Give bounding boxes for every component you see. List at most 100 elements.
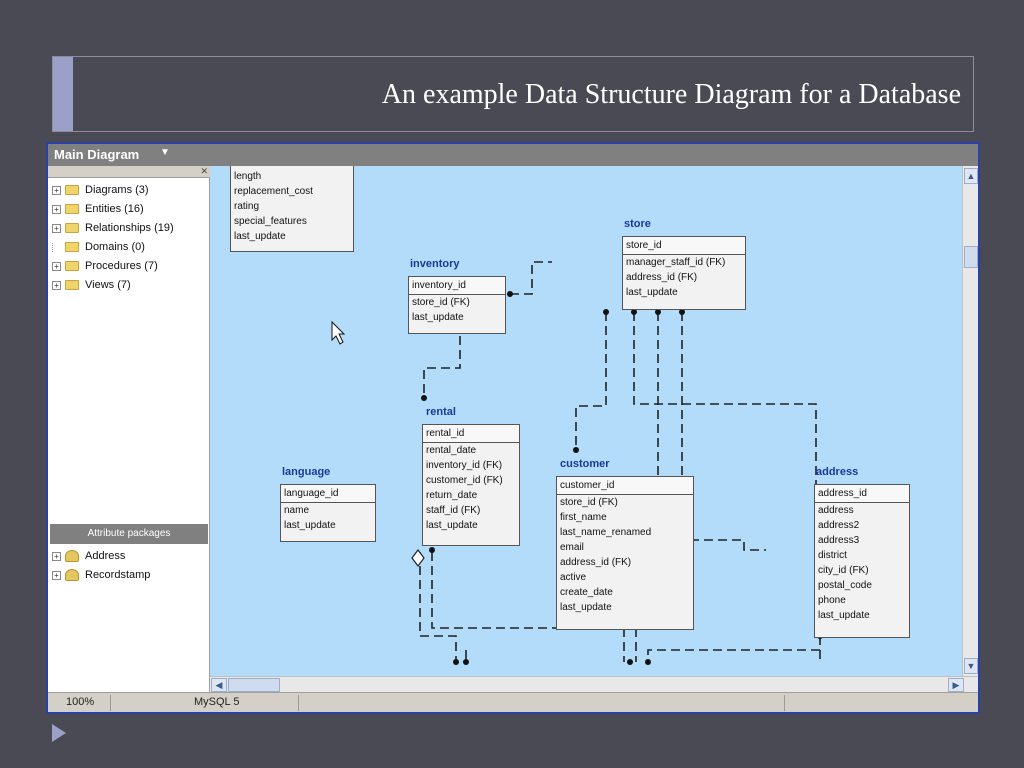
- entity-title-customer: customer: [560, 458, 610, 470]
- entity-row: address2: [818, 520, 860, 531]
- scroll-right-icon[interactable]: ▶: [948, 678, 964, 692]
- entity-pk: rental_id: [423, 425, 519, 443]
- tree-item-entities[interactable]: + Entities (16): [52, 201, 144, 217]
- entity-row: store_id (FK): [412, 297, 470, 308]
- entity-row: replacement_cost: [234, 186, 313, 197]
- tree-item-views[interactable]: + Views (7): [52, 277, 131, 293]
- tree-item-diagrams[interactable]: + Diagrams (3): [52, 182, 149, 198]
- status-bar: 100% MySQL 5: [48, 692, 978, 712]
- entity-row: address3: [818, 535, 860, 546]
- tree-item-relationships[interactable]: + Relationships (19): [52, 220, 174, 236]
- entity-row: address_id (FK): [626, 272, 698, 283]
- entity-inventory[interactable]: inventory_id store_id (FK) last_update: [408, 276, 506, 334]
- entity-row: return_date: [426, 490, 478, 501]
- expand-icon[interactable]: +: [52, 261, 61, 271]
- entity-language[interactable]: language_id name last_update: [280, 484, 376, 542]
- diagram-header-label: Main Diagram: [54, 147, 140, 162]
- entity-row: last_update: [426, 520, 478, 531]
- entity-row: length: [234, 171, 262, 182]
- expand-icon[interactable]: +: [52, 204, 61, 214]
- entity-row: inventory_id (FK): [426, 460, 503, 471]
- entity-title-language: language: [282, 466, 331, 478]
- expand-icon[interactable]: +: [52, 570, 61, 580]
- entity-row: create_date: [560, 587, 613, 598]
- package-icon: [65, 569, 79, 581]
- folder-icon: [65, 185, 79, 195]
- entity-row: district: [818, 550, 847, 561]
- zoom-level: 100%: [66, 696, 95, 708]
- entity-row: postal_code: [818, 580, 872, 591]
- vertical-scroll-thumb[interactable]: [964, 246, 978, 268]
- tree-item-label: Relationships (19): [85, 222, 174, 234]
- tree-item-label: Diagrams (3): [85, 184, 149, 196]
- folder-icon: [65, 261, 79, 271]
- entity-store[interactable]: store_id manager_staff_id (FK) address_i…: [622, 236, 746, 310]
- entity-pk: customer_id: [557, 477, 693, 495]
- main-diagram-window: Main Diagram ▼ ✕ + Diagrams (3) + Entiti…: [46, 142, 980, 714]
- slide-title-box: An example Data Structure Diagram for a …: [52, 56, 974, 132]
- folder-icon: [65, 280, 79, 290]
- vertical-scrollbar[interactable]: ▲ ▼: [962, 166, 978, 676]
- entity-film[interactable]: length replacement_cost rating special_f…: [230, 166, 354, 252]
- entity-row: name: [284, 505, 310, 516]
- entity-row: last_update: [560, 602, 612, 613]
- entity-row: last_update: [818, 610, 870, 621]
- package-item-address[interactable]: + Address: [52, 548, 125, 564]
- tree-item-label: Views (7): [85, 279, 131, 291]
- horizontal-scrollbar[interactable]: ◀ ▶: [210, 676, 978, 692]
- entity-rental[interactable]: rental_id rental_date inventory_id (FK) …: [422, 424, 520, 546]
- expand-icon[interactable]: +: [52, 280, 61, 290]
- tree-item-label: Entities (16): [85, 203, 144, 215]
- entity-title-rental: rental: [426, 406, 456, 418]
- tree-item-procedures[interactable]: + Procedures (7): [52, 258, 158, 274]
- package-label: Address: [85, 550, 126, 562]
- entity-title-address: address: [816, 466, 859, 478]
- tree-panel-strip: ✕: [48, 166, 210, 178]
- horizontal-scroll-thumb[interactable]: [228, 678, 280, 692]
- next-slide-arrow-icon[interactable]: [52, 724, 66, 742]
- entity-row: rating: [234, 201, 260, 212]
- entity-title-store: store: [624, 218, 651, 230]
- entity-row: city_id (FK): [818, 565, 869, 576]
- scroll-down-icon[interactable]: ▼: [964, 658, 978, 674]
- expand-icon[interactable]: +: [52, 185, 61, 195]
- chevron-down-icon[interactable]: ▼: [160, 147, 170, 158]
- status-separator: [298, 695, 299, 711]
- attribute-packages-header[interactable]: Attribute packages: [50, 524, 208, 544]
- folder-icon: [65, 223, 79, 233]
- diagram-canvas[interactable]: length replacement_cost rating special_f…: [210, 166, 962, 676]
- package-label: Recordstamp: [85, 569, 151, 581]
- object-tree-panel: ✕ + Diagrams (3) + Entities (16) + Relat…: [48, 166, 210, 692]
- entity-row: manager_staff_id (FK): [626, 257, 726, 268]
- diagram-header[interactable]: Main Diagram ▼: [48, 144, 978, 166]
- entity-address[interactable]: address_id address address2 address3 dis…: [814, 484, 910, 638]
- entity-row: address_id (FK): [560, 557, 632, 568]
- package-item-recordstamp[interactable]: + Recordstamp: [52, 567, 150, 583]
- entity-row: last_update: [234, 231, 286, 242]
- entity-row: staff_id (FK): [426, 505, 481, 516]
- package-icon: [65, 550, 79, 562]
- entity-row: last_update: [412, 312, 464, 323]
- entity-pk: address_id: [815, 485, 909, 503]
- tree-item-domains[interactable]: Domains (0): [52, 239, 145, 255]
- entity-row: rental_date: [426, 445, 477, 456]
- status-separator: [784, 695, 785, 711]
- scroll-up-icon[interactable]: ▲: [964, 168, 978, 184]
- entity-row: store_id (FK): [560, 497, 618, 508]
- entity-row: address: [818, 505, 854, 516]
- entity-row: email: [560, 542, 584, 553]
- entity-title-inventory: inventory: [410, 258, 460, 270]
- expand-icon[interactable]: +: [52, 551, 61, 561]
- tree-connector: [52, 242, 61, 252]
- expand-icon[interactable]: +: [52, 223, 61, 233]
- close-icon[interactable]: ✕: [200, 166, 208, 176]
- folder-icon: [65, 204, 79, 214]
- entity-row: customer_id (FK): [426, 475, 503, 486]
- entity-pk: store_id: [623, 237, 745, 255]
- title-accent-bar: [53, 57, 73, 131]
- scroll-left-icon[interactable]: ◀: [211, 678, 227, 692]
- entity-row: last_update: [626, 287, 678, 298]
- entity-customer[interactable]: customer_id store_id (FK) first_name las…: [556, 476, 694, 630]
- entity-row: active: [560, 572, 587, 583]
- database-type: MySQL 5: [194, 696, 240, 708]
